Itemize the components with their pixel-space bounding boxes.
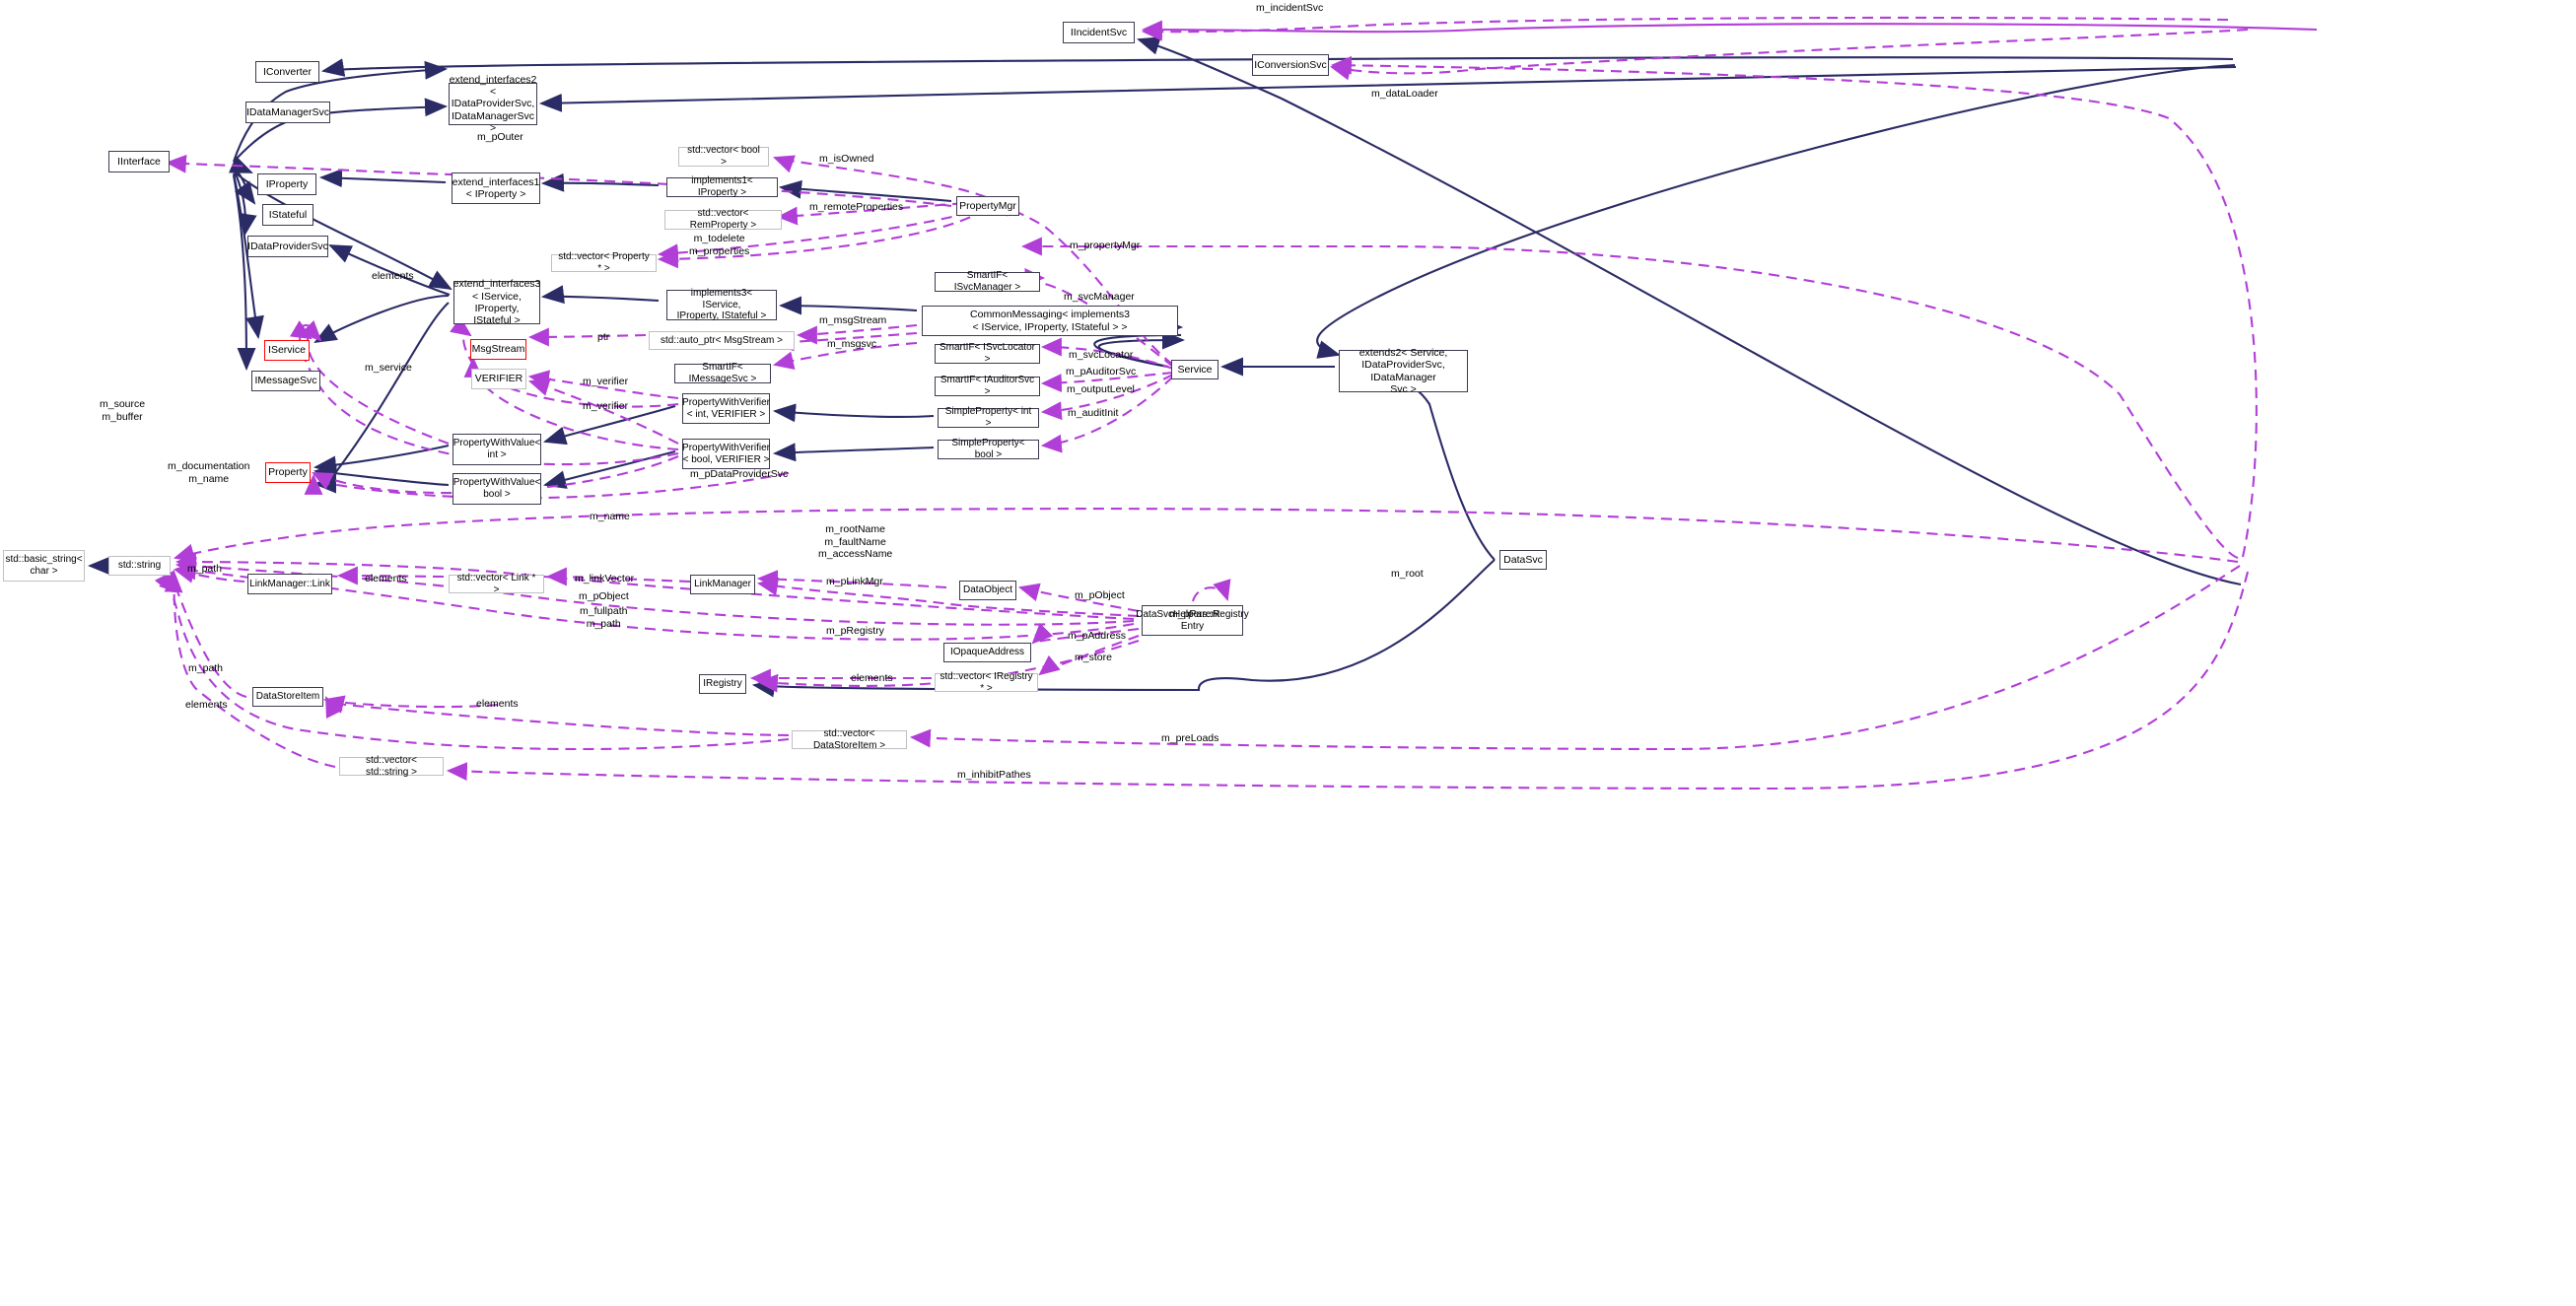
class-node-implements1[interactable]: implements1< IProperty > <box>666 175 778 198</box>
class-node-LinkManagerLink[interactable]: LinkManager::Link <box>247 574 332 594</box>
class-node-extends2[interactable]: extends2< Service, IDataProviderSvc, IDa… <box>1339 347 1468 395</box>
class-node-IProperty[interactable]: IProperty <box>257 173 316 195</box>
edge-label-m_dataLoader: m_dataLoader <box>1371 88 1438 100</box>
class-node-DataStoreItem[interactable]: DataStoreItem <box>252 687 323 707</box>
class-node-IIncidentSvc[interactable]: IIncidentSvc <box>1063 22 1135 43</box>
class-node-IInterface[interactable]: IInterface <box>108 151 170 172</box>
edge-label-m_path_1: m_path <box>187 563 223 575</box>
class-node-vector_bool[interactable]: std::vector< bool > <box>678 145 769 168</box>
class-node-IOpaqueAddress[interactable]: IOpaqueAddress <box>943 643 1031 662</box>
edge-label-m_todelete: m_todelete m_properties <box>689 233 750 257</box>
edge-label-m_preLoads: m_preLoads <box>1161 732 1219 744</box>
class-node-RegistryEntry[interactable]: DataSvcHelpers::Registry Entry <box>1136 605 1249 636</box>
class-node-IDataManagerSvc[interactable]: IDataManagerSvc <box>245 102 330 123</box>
class-node-PropertyMgr[interactable]: PropertyMgr <box>956 196 1019 216</box>
edge-label-m_msgsvc: m_msgsvc <box>827 338 877 350</box>
class-node-CommonMessaging[interactable]: CommonMessaging< implements3 < IService,… <box>922 306 1178 336</box>
edge-label-m_svcManager: m_svcManager <box>1064 291 1135 303</box>
edge-label-elements_datastore: elements <box>185 699 228 711</box>
edge-label-elements_iregistry: elements <box>851 672 893 684</box>
class-node-IMessageSvc[interactable]: IMessageSvc <box>251 371 320 391</box>
edge-label-m_path_2: m_path <box>188 662 224 674</box>
edge-label-m_store: m_store <box>1075 652 1112 663</box>
edge-label-m_pOuter: m_pOuter <box>477 131 523 143</box>
edge-label-m_pLinkMgr: m_pLinkMgr <box>826 576 883 587</box>
class-node-DataSvc[interactable]: DataSvc <box>1499 550 1547 570</box>
class-node-IConverter[interactable]: IConverter <box>255 61 319 83</box>
class-node-std_string[interactable]: std::string <box>108 556 171 576</box>
edge-label-ptr: ptr <box>597 331 610 343</box>
edge-label-m_fullpath: m_fullpath m_path <box>580 605 628 630</box>
class-node-vector_link[interactable]: std::vector< Link * > <box>449 573 544 595</box>
class-node-LinkManager[interactable]: LinkManager <box>690 575 755 594</box>
class-node-SmartIF_IAuditorSvc[interactable]: SmartIF< IAuditorSvc > <box>935 375 1040 397</box>
class-node-vector_property[interactable]: std::vector< Property * > <box>551 251 657 274</box>
edge-label-m_pObject_2: m_pObject <box>1075 589 1125 601</box>
class-node-PropertyWithValue_bool[interactable]: PropertyWithValue< bool > <box>453 473 541 505</box>
class-node-auto_ptr_MsgStream[interactable]: std::auto_ptr< MsgStream > <box>649 331 795 350</box>
edge-label-m_pAddress: m_pAddress <box>1068 630 1126 642</box>
edge-label-m_verifier_2: m_verifier <box>583 400 629 412</box>
class-node-PropertyWithVerifier_bool[interactable]: PropertyWithVerifier < bool, VERIFIER > <box>682 439 770 469</box>
class-node-DataObject[interactable]: DataObject <box>959 581 1016 600</box>
class-node-vector_remproperty[interactable]: std::vector< RemProperty > <box>664 208 782 231</box>
class-node-SmartIF_ISvcLocator[interactable]: SmartIF< ISvcLocator > <box>935 342 1040 365</box>
class-node-ISvc[interactable]: IService <box>264 340 310 361</box>
inheritance-edges <box>87 36 2242 698</box>
edge-label-m_auditInit: m_auditInit <box>1068 407 1119 419</box>
edge-label-m_svcLocator: m_svcLocator <box>1069 349 1134 361</box>
edge-label-m_verifier_1: m_verifier <box>583 376 629 387</box>
class-node-extend_interfaces3[interactable]: extend_interfaces3 < IService, IProperty… <box>453 278 541 327</box>
edge-label-m_propertyMgr: m_propertyMgr <box>1070 240 1141 251</box>
class-node-basic_string[interactable]: std::basic_string< char > <box>3 550 85 582</box>
edge-label-m_incidentSvc_top: m_incidentSvc <box>1256 2 1324 14</box>
class-node-PropertyWithVerifier_int[interactable]: PropertyWithVerifier < int, VERIFIER > <box>682 393 770 424</box>
edge-label-elements_ei3: elements <box>372 270 414 282</box>
class-node-SimpleProperty_bool[interactable]: SimpleProperty< bool > <box>938 438 1039 460</box>
edge-label-m_documentation: m_documentation m_name <box>168 460 250 485</box>
class-node-SimpleProperty_int[interactable]: SimpleProperty< int > <box>938 406 1039 429</box>
class-node-IStateful[interactable]: IStateful <box>262 204 313 226</box>
edge-label-m_outputLevel: m_outputLevel <box>1067 383 1135 395</box>
edge-label-m_inhibitPathes: m_inhibitPathes <box>957 769 1031 781</box>
edge-label-m_pParent: m_pParent <box>1169 608 1220 620</box>
edge-label-elements_link: elements <box>365 573 407 584</box>
edge-label-m_remoteProperties: m_remoteProperties <box>809 201 904 213</box>
class-node-extend_interfaces2[interactable]: extend_interfaces2 < IDataProviderSvc, I… <box>449 73 537 135</box>
class-node-Service[interactable]: Service <box>1171 360 1218 379</box>
class-node-VERIFIER[interactable]: VERIFIER <box>471 369 526 389</box>
class-node-vector_string[interactable]: std::vector< std::string > <box>339 755 444 778</box>
class-node-PropertyWithValue_int[interactable]: PropertyWithValue< int > <box>453 434 541 465</box>
class-node-Property[interactable]: Property <box>265 462 311 483</box>
edge-label-m_service: m_service <box>365 362 412 374</box>
class-node-SmartIF_IMessageSvc[interactable]: SmartIF< IMessageSvc > <box>674 362 771 384</box>
edge-label-m_name: m_name <box>590 511 630 522</box>
class-node-SmartIF_ISvcManager[interactable]: SmartIF< ISvcManager > <box>935 270 1040 293</box>
class-node-IRegistry[interactable]: IRegistry <box>699 674 746 694</box>
class-node-MsgStream[interactable]: MsgStream <box>470 339 526 360</box>
edge-label-m_root: m_root <box>1391 568 1424 580</box>
edge-label-m_pRegistry: m_pRegistry <box>826 625 884 637</box>
edge-label-m_pAuditorSvc: m_pAuditorSvc <box>1066 366 1137 378</box>
class-node-vector_iregistry[interactable]: std::vector< IRegistry * > <box>935 671 1038 694</box>
class-node-extend_interfaces1[interactable]: extend_interfaces1 < IProperty > <box>452 172 540 204</box>
class-node-IConversionSvc[interactable]: IConversionSvc <box>1252 54 1329 76</box>
edge-label-m_rootName: m_rootName m_faultName m_accessName <box>818 523 893 561</box>
edge-label-m_pObject_1: m_pObject <box>579 590 629 602</box>
edge-label-elements_dsi: elements <box>476 698 519 710</box>
edge-label-m_msgStream: m_msgStream <box>819 314 887 326</box>
class-node-IDataProviderSvc[interactable]: IDataProviderSvc <box>247 236 328 257</box>
class-node-implements3[interactable]: implements3< IService, IProperty, IState… <box>666 288 777 321</box>
class-node-vector_datastoreitem[interactable]: std::vector< DataStoreItem > <box>792 728 907 751</box>
edge-label-m_linkVector: m_linkVector <box>575 573 635 584</box>
edge-label-m_source_buffer: m_source m_buffer <box>100 398 146 423</box>
edge-label-m_isOwned: m_isOwned <box>819 153 874 165</box>
edge-label-m_pDataProviderSvc: m_pDataProviderSvc <box>690 468 789 480</box>
